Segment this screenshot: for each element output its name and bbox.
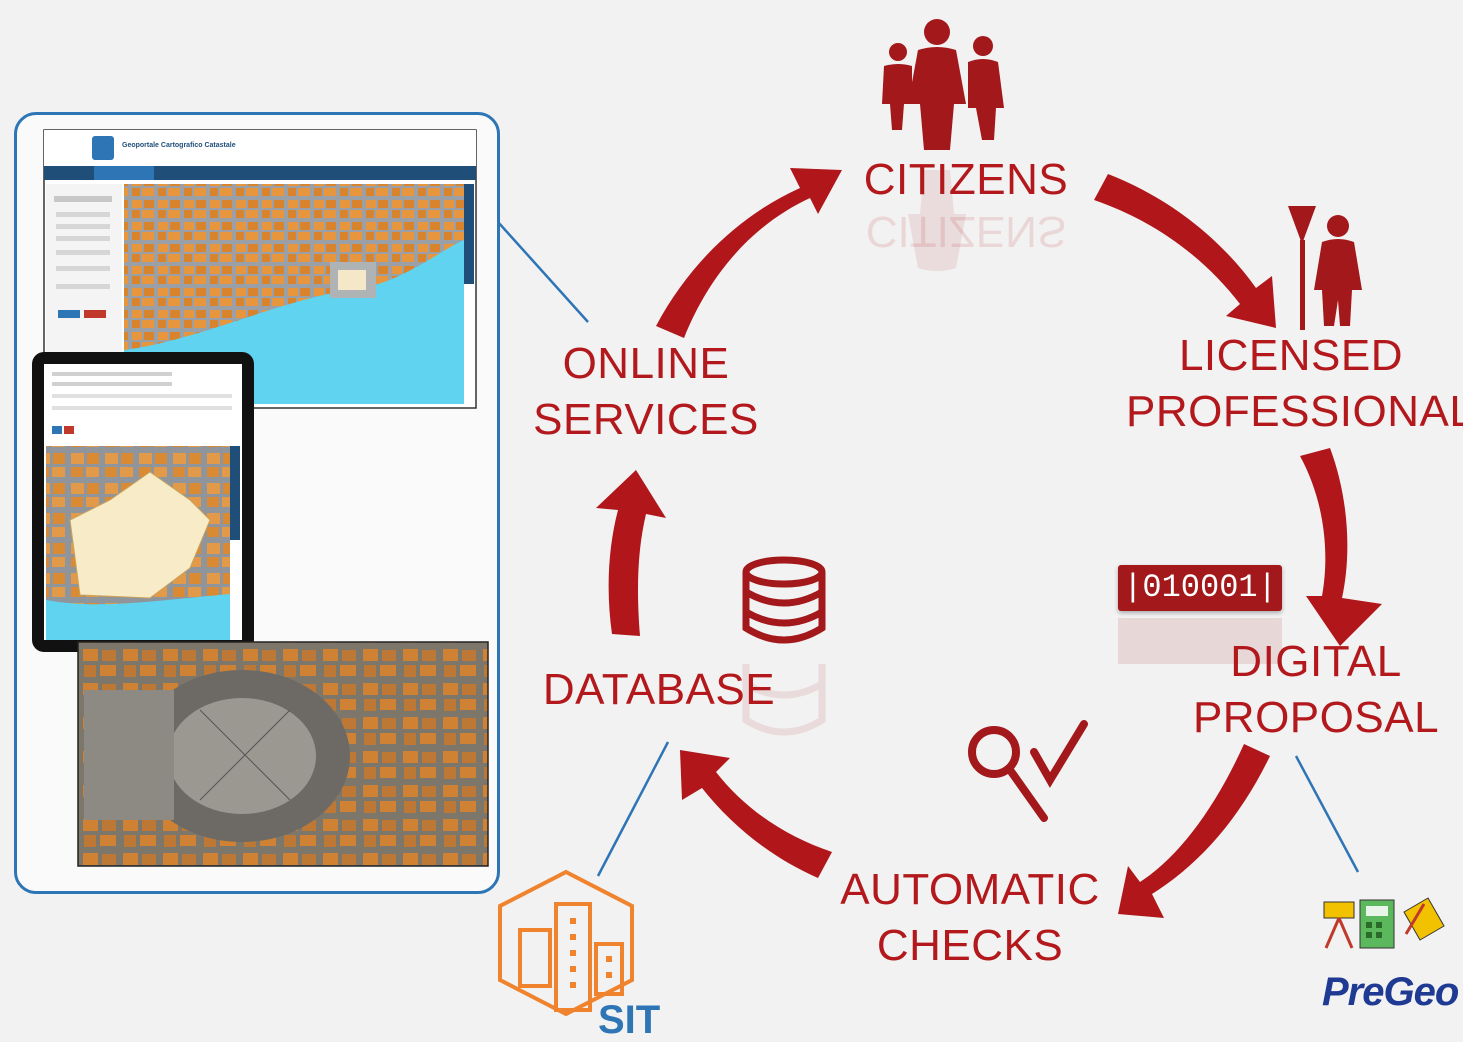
digital-label-line2: PROPOSAL: [1192, 693, 1440, 742]
pregeo-logo-text: PreGeo: [1322, 970, 1459, 1014]
arrow-professionals-to-proposal: [1300, 448, 1382, 646]
magnifier-check-icon: [968, 720, 1088, 822]
aerial-map-screenshot: [77, 641, 489, 867]
database-label: DATABASE: [542, 665, 776, 714]
arrow-citizens-to-professionals: [1094, 174, 1276, 328]
node-digital-proposal: DIGITAL PROPOSAL: [1186, 634, 1446, 746]
digital-label-line1: DIGITAL: [1230, 637, 1402, 686]
portal-title: Geoportale Cartografico Catastale: [122, 142, 236, 149]
arrow-checks-to-database: [680, 750, 832, 878]
connector-line-sit: [596, 741, 670, 877]
connector-line-pregeo: [1294, 755, 1360, 873]
people-group-reflection: [908, 170, 966, 271]
arrow-database-to-services: [596, 470, 666, 636]
online-label-line2: SERVICES: [533, 395, 759, 444]
people-group-icon: [882, 19, 1004, 150]
tablet-portal-screenshot: [32, 352, 254, 652]
arrow-proposal-to-checks: [1118, 744, 1270, 918]
arrow-services-to-citizens: [656, 168, 842, 338]
sit-logo-text: SIT: [598, 998, 661, 1042]
citizens-label-reflection: CITIZENS: [865, 207, 1067, 256]
licensed-label-line2: PROFESSIONALS: [1126, 387, 1463, 436]
surveyor-icon: [1288, 206, 1362, 330]
database-icon: [742, 556, 826, 644]
automatic-label-line1: AUTOMATIC: [840, 865, 1100, 914]
database-reflection: [742, 664, 826, 736]
node-citizens: CITIZENS: [846, 152, 1086, 208]
node-licensed-professionals: LICENSED PROFESSIONALS: [1126, 328, 1463, 440]
citizens-label: CITIZENS: [863, 155, 1069, 204]
binary-code-badge: |010001|: [1118, 565, 1282, 611]
cycle-arrows: [596, 168, 1382, 918]
automatic-label-line2: CHECKS: [876, 921, 1064, 970]
sit-windows: [570, 918, 612, 988]
connector-line-services: [497, 221, 589, 323]
buildings-hexagon-icon: [498, 869, 634, 1017]
binary-code-reflection: [1118, 618, 1282, 664]
portal-logo-icon: [92, 136, 114, 160]
node-database: DATABASE: [540, 662, 778, 718]
pregeo-tools-icon: [1323, 897, 1445, 949]
node-automatic-checks: AUTOMATIC CHECKS: [836, 862, 1104, 974]
licensed-label-line1: LICENSED: [1178, 331, 1404, 380]
online-label-line1: ONLINE: [562, 339, 730, 388]
node-online-services: ONLINE SERVICES: [528, 336, 764, 448]
